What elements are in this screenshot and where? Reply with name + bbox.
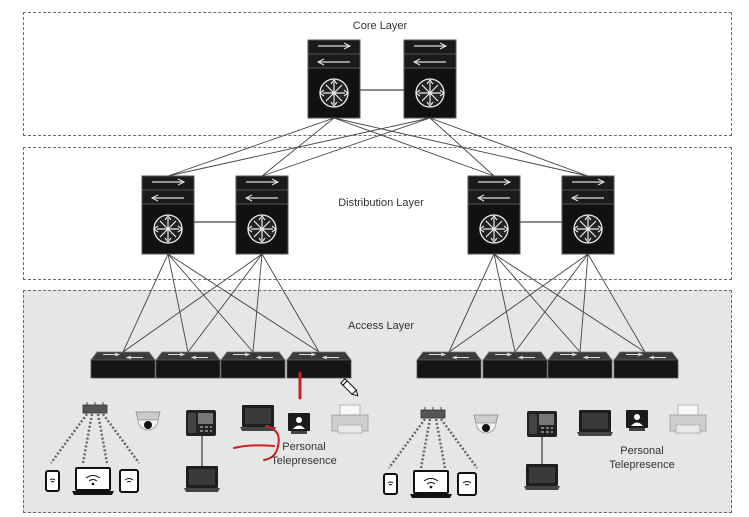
core-switch-1 [307, 39, 361, 119]
access-switch-5 [416, 351, 482, 379]
access-switch-2 [155, 351, 221, 379]
wireless-laptop-icon [409, 470, 453, 499]
printer-icon [669, 404, 707, 434]
telepresence-label-line-1: Personal [282, 441, 326, 453]
ip-phone-icon [526, 410, 558, 438]
telepresence-icon [288, 413, 310, 434]
access-switch-3 [220, 351, 286, 379]
ip-camera-icon [473, 414, 499, 434]
distribution-layer-box [23, 147, 732, 280]
wireless-ap-icon [387, 405, 479, 470]
pencil-cursor-icon [340, 378, 359, 397]
laptop-icon [524, 464, 560, 490]
access-layer-label: Access Layer [347, 320, 415, 332]
telepresence-label-line-2: Telepresence [609, 459, 675, 471]
distribution-switch-1 [141, 175, 195, 255]
ip-phone-icon [185, 409, 217, 437]
telepresence-label-line-2: Telepresence [271, 455, 337, 467]
distribution-access-links [122, 253, 646, 353]
telepresence-label-line-1: Personal [620, 445, 664, 457]
smartphone-icon [45, 470, 60, 492]
distribution-switch-4 [561, 175, 615, 255]
access-switch-7 [547, 351, 613, 379]
printer-icon [331, 404, 369, 434]
access-layer-box [23, 290, 732, 513]
ip-camera-icon [135, 411, 161, 431]
core-distribution-links [167, 117, 589, 177]
wireless-ap-icon [49, 400, 141, 465]
distribution-switch-2 [235, 175, 289, 255]
wireless-laptop-icon [71, 467, 115, 496]
access-switch-8 [613, 351, 679, 379]
core-layer-box [23, 12, 732, 136]
tablet-icon [457, 472, 477, 496]
access-switch-1 [90, 351, 156, 379]
core-layer-label: Core Layer [352, 20, 408, 32]
laptop-icon [577, 410, 613, 436]
core-switch-2 [403, 39, 457, 119]
access-switch-4 [286, 351, 352, 379]
distribution-layer-label: Distribution Layer [338, 197, 424, 209]
laptop-icon [184, 466, 220, 492]
tablet-icon [119, 469, 139, 493]
smartphone-icon [383, 473, 398, 495]
red-annotation-bracket [233, 425, 280, 461]
telepresence-label-left: Personal Telepresence [249, 440, 359, 468]
telepresence-label-right: Personal Telepresence [587, 444, 697, 472]
access-switch-6 [482, 351, 548, 379]
distribution-switch-3 [467, 175, 521, 255]
telepresence-icon [626, 410, 648, 431]
